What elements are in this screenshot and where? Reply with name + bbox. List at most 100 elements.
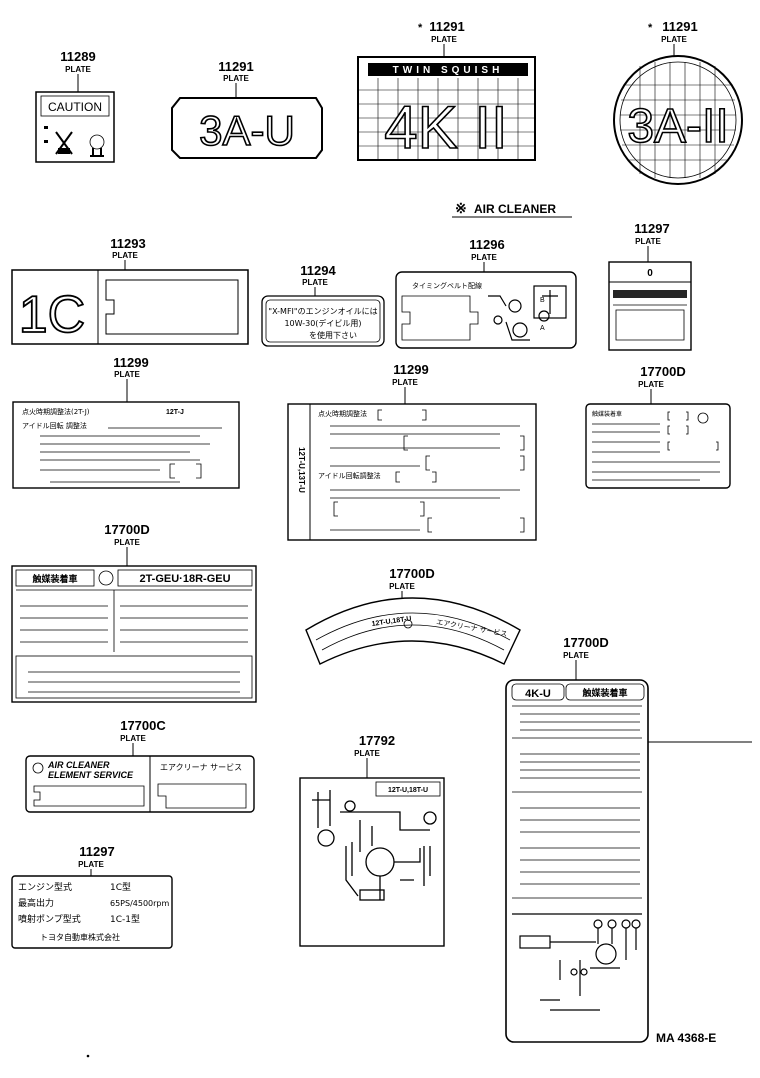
part-type: PLATE (389, 582, 415, 591)
part-type: PLATE (112, 251, 138, 260)
part-number: 17700D (640, 364, 686, 379)
part-number: 11291 (218, 59, 253, 74)
part-17792-vacuum-plate: 17792 PLATE 12T-U,18T-U (299, 733, 445, 947)
part-17700d-4k-u-plate: 17700D PLATE 4K-U 触媒装着車 (505, 635, 752, 1043)
idle-adjust-label: アイドル回転調整法 (318, 471, 381, 480)
air-cleaner-en-line2: ELEMENT SERVICE (48, 770, 134, 780)
part-type: PLATE (302, 278, 328, 287)
ignition-timing-header: 点火時期調整法 (318, 409, 367, 418)
engine-code-vertical: 12T-U,13T-U (297, 447, 306, 493)
vacuum-hose-diagram-icon (312, 790, 437, 901)
part-11291-3a-u-plate: 11291 PLATE 3A-U (171, 59, 323, 159)
engine-code-text: 3A-II (627, 100, 728, 153)
part-number: 11291 (429, 19, 464, 34)
part-number: 17700D (389, 566, 435, 581)
engine-code: 4K-U (525, 688, 551, 700)
engine-code: 2T-GEU·18R-GEU (139, 573, 230, 585)
speck (86, 1054, 90, 1058)
oil-line-1: "X-MFI"のエンジンオイルには (268, 307, 377, 316)
manufacturer-footer: トヨタ自動車株式会社 (40, 932, 120, 942)
form-lines (512, 705, 642, 899)
vacuum-hose-diagram-icon (512, 913, 642, 1011)
part-number: 11289 (60, 49, 95, 64)
grid-pattern (620, 62, 736, 178)
part-11296-timing-belt-plate: 11296 PLATE タイミングベルト配線 A B (395, 237, 577, 349)
engine-code: 12T-J (166, 409, 184, 416)
catalyst-header: 触媒装着車 (31, 573, 77, 585)
part-number: 11293 (110, 236, 145, 251)
part-11299-plate-left: 11299 PLATE 点火時期調整法(2T-J) 12T-J アイドル回転 調… (12, 355, 240, 489)
air-cleaner-jp-label: エアクリーナ サービス (160, 763, 242, 772)
part-type: PLATE (635, 237, 661, 246)
part-type: PLATE (638, 380, 664, 389)
part-number: 11299 (393, 362, 428, 377)
part-type: PLATE (65, 65, 91, 74)
part-number: 11296 (469, 237, 504, 252)
part-number: 17700C (120, 718, 166, 733)
max-output-label: 最高出力 (18, 897, 54, 909)
part-11291-4k-plate: 11291 * PLATE TWIN SQUISH 4K II (357, 19, 536, 162)
oil-line-2: 10W-30(デイビル用) (284, 318, 361, 328)
part-number: 11297 (634, 221, 669, 236)
max-output-value: 65PS/4500rpm (110, 899, 170, 908)
part-11294-oil-plate: 11294 PLATE "X-MFI"のエンジンオイルには 10W-30(デイビ… (261, 263, 385, 347)
air-cleaner-en-line1: AIR CLEANER (47, 760, 110, 770)
part-11297-plate-right: 11297 PLATE 0 (608, 221, 692, 351)
oil-line-3: を使用下さい (309, 330, 357, 340)
air-cleaner-section-header: ※ AIR CLEANER (452, 200, 572, 218)
part-type: PLATE (114, 538, 140, 547)
part-number: 11297 (79, 844, 114, 859)
part-number: 11294 (300, 263, 336, 278)
part-17700d-plate-left: 17700D PLATE 触媒装着車 2T-GEU·18R-GEU (11, 522, 257, 703)
part-type: PLATE (114, 370, 140, 379)
part-number: 17700D (563, 635, 609, 650)
part-number: 17700D (104, 522, 150, 537)
engine-code-text: 4K II (384, 94, 507, 161)
part-type: PLATE (661, 35, 687, 44)
pump-type-value: 1C-1型 (110, 914, 140, 925)
part-type: PLATE (223, 74, 249, 83)
part-type: PLATE (431, 35, 457, 44)
form-lines (40, 427, 222, 483)
engine-type-label: エンジン型式 (18, 881, 72, 893)
part-type: PLATE (354, 749, 380, 758)
catalyst-header: 触媒装着車 (581, 687, 627, 699)
svg-text:A: A (540, 325, 545, 332)
part-number: 17792 (359, 733, 395, 748)
part-type: PLATE (563, 651, 589, 660)
part-type: PLATE (78, 860, 104, 869)
diagram-code: MA 4368-E (656, 1031, 716, 1045)
asterisk-marker: * (648, 22, 653, 34)
idle-adjust-label: アイドル回転 調整法 (22, 421, 87, 430)
engine-code-text: 3A-U (199, 107, 295, 154)
part-11293-1c-plate: 11293 PLATE 1C (11, 236, 249, 345)
asterisk-marker: * (418, 22, 423, 34)
form-lines (330, 409, 525, 533)
warning-pictogram-icon (44, 126, 105, 157)
twin-squish-banner: TWIN SQUISH (393, 65, 504, 76)
part-number: 11291 (662, 19, 697, 34)
engine-code: 12T-U,18T-U (388, 787, 428, 794)
part-11297-spec-plate: 11297 PLATE エンジン型式 1C型 最高出力 65PS/4500rpm… (11, 844, 173, 949)
section-title: AIR CLEANER (474, 202, 556, 216)
part-17700d-arc-plate: 17700D PLATE 12T-U,18T-U エアクリーナ サービス (305, 566, 521, 665)
part-11299-plate-middle: 11299 PLATE 12T-U,13T-U 点火時期調整法 アイドル回転調整… (287, 362, 537, 541)
catalyst-header: 触媒装着車 (592, 410, 622, 418)
part-17700d-plate-right: 17700D PLATE 触媒装着車 (585, 364, 731, 489)
part-11289-caution-plate: 11289 PLATE CAUTION (35, 49, 115, 163)
part-11291-3a-round-plate: 11291 * PLATE 3A-II (613, 19, 743, 185)
section-marker: ※ (455, 200, 467, 216)
part-type: PLATE (471, 253, 497, 262)
svg-text:B: B (540, 297, 545, 304)
caution-label: CAUTION (48, 100, 102, 114)
part-type: PLATE (120, 734, 146, 743)
pump-type-label: 噴射ポンプ型式 (18, 913, 81, 925)
timing-belt-label: タイミングベルト配線 (412, 281, 482, 290)
part-type: PLATE (392, 378, 418, 387)
plate-mark: 0 (647, 268, 653, 279)
form-lines (15, 589, 253, 699)
timing-belt-schematic-icon: A B (488, 285, 567, 341)
ignition-timing-header: 点火時期調整法(2T-J) (22, 407, 90, 416)
engine-type-value: 1C型 (110, 882, 131, 893)
